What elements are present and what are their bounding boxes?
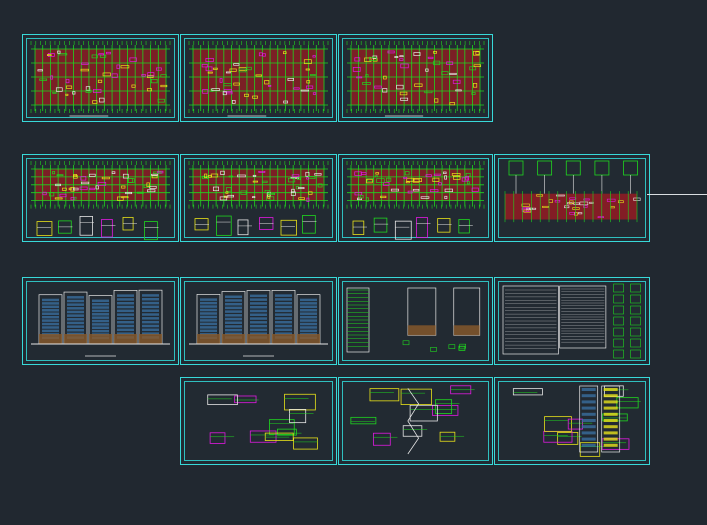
- drawing-linework: [30, 161, 171, 241]
- drawing-sheet-floor-plan-1[interactable]: [22, 34, 179, 122]
- drawing-linework: [346, 287, 481, 353]
- drawing-sheet-notes-table[interactable]: [494, 277, 650, 365]
- drawing-sheet-section-details[interactable]: [494, 377, 650, 465]
- drawing-sheet-section[interactable]: [338, 277, 493, 365]
- drawing-linework: [502, 283, 641, 359]
- drawing-linework: [207, 393, 318, 450]
- drawing-linework: [30, 41, 171, 117]
- drawing-sheet-elevation-2[interactable]: [180, 277, 337, 365]
- crosshair-cursor-line: [647, 194, 707, 195]
- drawing-sheet-wall-details[interactable]: [338, 377, 493, 465]
- drawing-linework: [189, 289, 328, 357]
- drawing-linework: [346, 161, 485, 240]
- drawing-sheet-floor-plan-5[interactable]: [180, 154, 337, 242]
- drawing-sheet-floor-plan-4[interactable]: [22, 154, 179, 242]
- drawing-sheet-elevation-1[interactable]: [22, 277, 179, 365]
- drawing-sheet-roof-plan[interactable]: [494, 154, 650, 242]
- drawing-linework: [188, 41, 329, 117]
- drawing-sheet-floor-plan-6[interactable]: [338, 154, 493, 242]
- drawing-sheet-floor-plan-3[interactable]: [338, 34, 493, 122]
- drawing-sheet-floor-plan-2[interactable]: [180, 34, 337, 122]
- drawing-linework: [31, 289, 170, 357]
- drawing-linework: [512, 385, 641, 457]
- drawing-linework: [188, 161, 329, 236]
- drawing-linework: [504, 160, 641, 223]
- drawing-linework: [346, 41, 485, 117]
- drawing-sheet-stair-details[interactable]: [180, 377, 337, 465]
- drawing-linework: [350, 385, 475, 455]
